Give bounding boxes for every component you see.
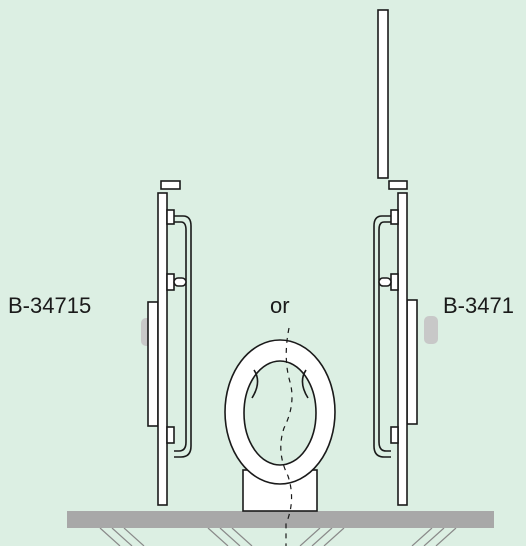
left-hinge-middle (166, 273, 175, 291)
fitting-split-right (301, 369, 309, 399)
left-door-panel (157, 192, 168, 506)
right-door-assembly (373, 9, 438, 506)
left-hinge-arm (174, 215, 192, 458)
right-hinge-arm (373, 215, 391, 458)
right-hinge-lower (390, 426, 399, 444)
left-door-assembly (141, 180, 192, 506)
right-door-panel (397, 192, 408, 506)
left-hinge-upper (166, 209, 175, 225)
left-part-number-label: B-34715 (8, 293, 92, 318)
left-knob (173, 277, 187, 287)
right-part-number-label: B-3471 (443, 293, 514, 318)
right-knob (378, 277, 392, 287)
right-inner-plate (406, 299, 418, 425)
floor-slab (67, 511, 494, 528)
left-hinge-lower (166, 426, 175, 444)
or-label: or (270, 293, 290, 318)
right-hinge-upper (390, 209, 399, 225)
middle-fitting (224, 327, 336, 546)
right-top-rod (377, 9, 389, 179)
ground-hatch (99, 527, 457, 546)
right-hinge-middle (390, 273, 399, 291)
left-hinge-arm-inner (174, 221, 187, 452)
fitting-split-left (251, 369, 259, 399)
fitting-break-line (280, 327, 293, 546)
left-top-cap (160, 180, 181, 190)
right-hinge-arm-inner (378, 221, 391, 452)
fitting-inner-ring (243, 360, 317, 466)
left-inner-plate (147, 301, 159, 427)
right-bumper (424, 316, 438, 344)
right-top-cap (388, 180, 408, 190)
